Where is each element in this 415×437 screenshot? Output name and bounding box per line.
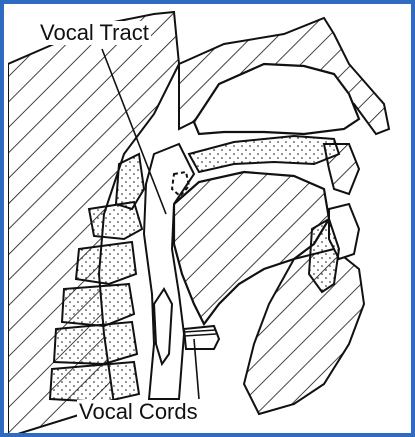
vocal-tract-diagram	[4, 4, 415, 437]
vertebra-2	[89, 202, 142, 239]
upper-lip	[324, 144, 359, 194]
vocal-cords-label: Vocal Cords	[77, 400, 200, 424]
vertebra-6	[50, 362, 139, 402]
vertebra-4	[62, 284, 134, 326]
hard-palate	[189, 136, 339, 172]
vertebra-5	[54, 322, 137, 364]
vocal-tract-label: Vocal Tract	[38, 21, 151, 45]
lower-jaw	[244, 249, 364, 414]
vertebra-3	[76, 242, 136, 284]
